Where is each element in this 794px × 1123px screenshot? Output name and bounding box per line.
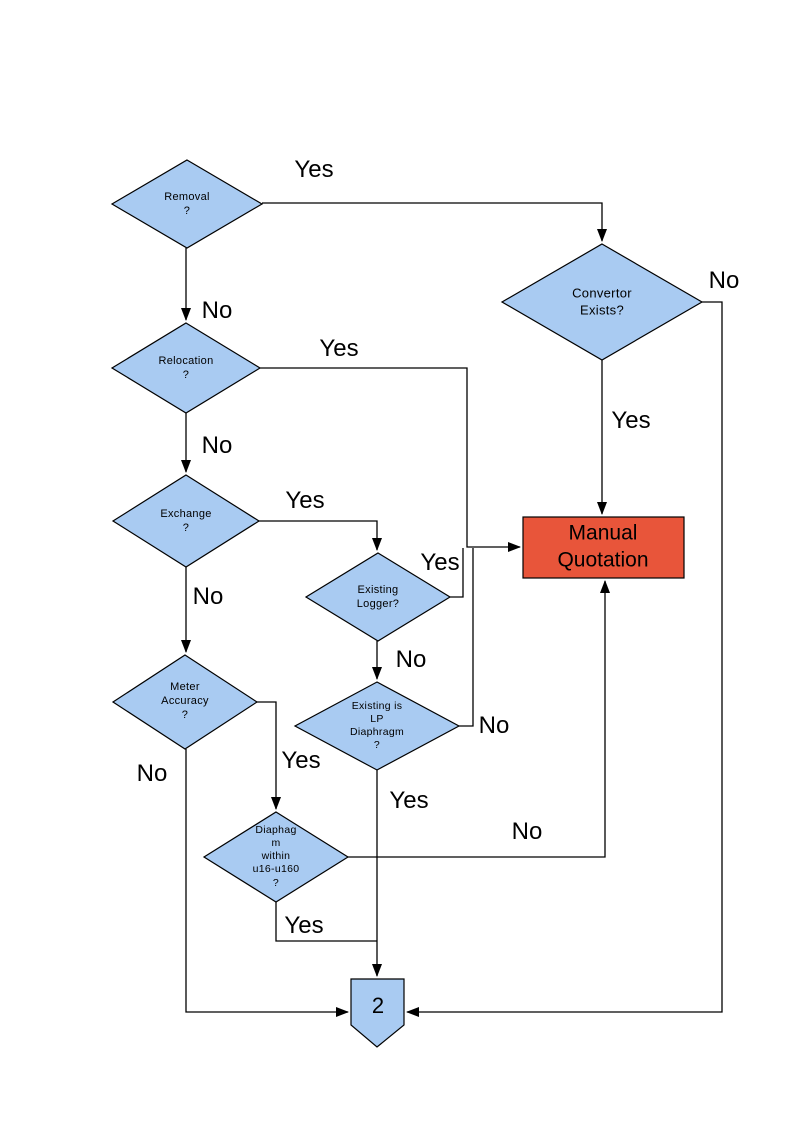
edge-removal-yes (262, 202, 607, 242)
removal-decision-shape (110, 159, 264, 249)
relocation-decision-shape (110, 322, 262, 414)
existing-logger-decision-shape (304, 552, 452, 642)
edge-meter-accuracy-yes (257, 701, 281, 810)
edge-diaphragm-within-no (348, 580, 610, 858)
existing-lp-diaphragm-decision-shape (293, 681, 461, 771)
convertor-exists-decision-shape (500, 243, 704, 361)
edge-relocation-yes (260, 367, 521, 552)
diaphragm-within-decision-shape (202, 811, 350, 903)
manual-quotation-process-shape (522, 516, 685, 579)
offpage-connector-2-shape (350, 978, 405, 1048)
flow-edges (181, 202, 723, 1017)
edge-convertor-no (406, 301, 723, 1017)
edge-existing-logger-yes (450, 548, 464, 598)
edge-meter-accuracy-no (185, 749, 349, 1017)
flow-nodes (110, 159, 704, 1048)
edge-diaphragm-within-yes (275, 902, 377, 942)
exchange-decision-shape (111, 474, 261, 568)
meter-accuracy-decision-shape (111, 654, 259, 750)
edge-lp-diaphragm-no (459, 548, 474, 727)
edge-exchange-yes (258, 520, 382, 551)
